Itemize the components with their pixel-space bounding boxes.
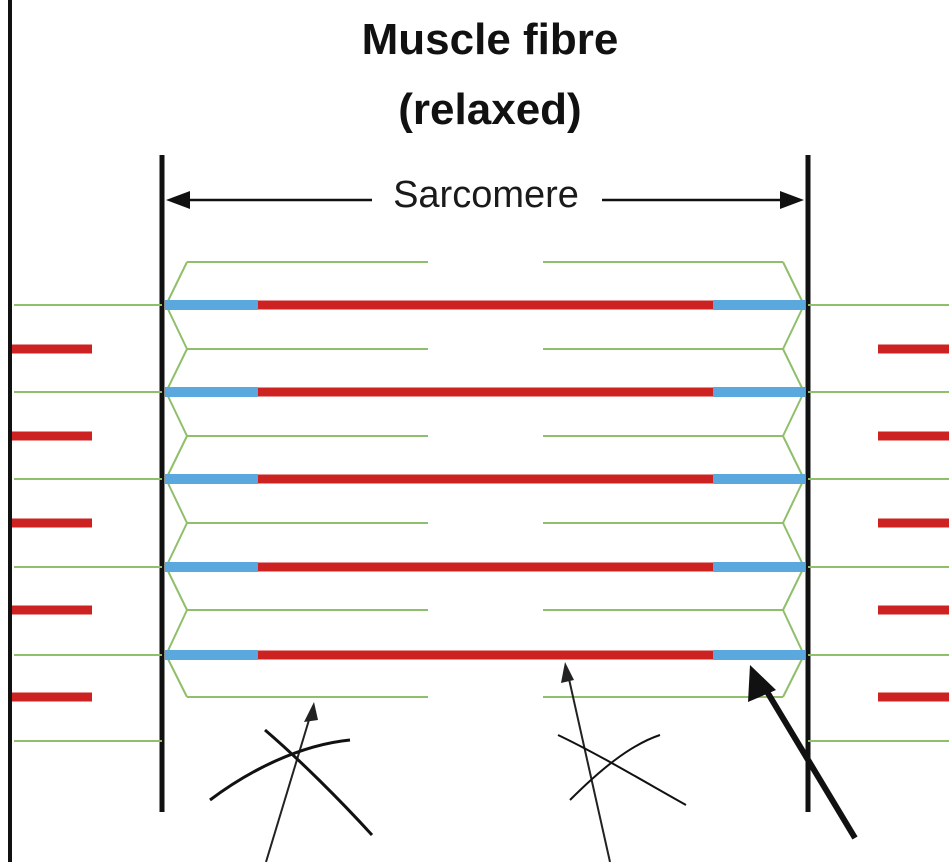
sarcomere-label: Sarcomere: [372, 174, 600, 217]
thick-filament-pointer-line: [566, 669, 611, 862]
z-line-connector-right: [782, 522, 805, 568]
diagram-title: Muscle fibre: [361, 15, 619, 64]
z-line-connector-left: [165, 522, 188, 568]
cross-mark-right-stroke-2: [557, 734, 687, 806]
cross-mark-left-stroke-2: [264, 728, 374, 837]
filament-array: [12, 261, 949, 742]
z-line-connector-right: [782, 348, 805, 393]
z-line-connector-left: [165, 478, 188, 524]
z-line-connector-right: [782, 566, 805, 611]
z-line-connector-right: [782, 609, 805, 656]
titin-pointer-arrowhead: [748, 665, 776, 702]
sarcomere-arrowhead-left: [166, 191, 190, 209]
z-line-connector-left: [165, 566, 188, 611]
z-line-connector-left: [165, 261, 188, 306]
z-line-connector-right: [782, 654, 805, 698]
z-line-connector-right: [782, 478, 805, 524]
z-line-connector-right: [782, 435, 805, 480]
z-line-connector-left: [165, 348, 188, 393]
z-line-connector-right: [782, 261, 805, 306]
z-line-connector-left: [165, 654, 188, 698]
cross-mark-right-stroke-1: [569, 734, 661, 801]
z-line-connector-right: [782, 391, 805, 437]
sarcomere-arrowhead-right: [780, 191, 804, 209]
z-line-connector-left: [165, 435, 188, 480]
titin-pointer-line: [757, 678, 858, 840]
z-line-connector-right: [782, 304, 805, 350]
thin-filament-pointer-arrowhead: [304, 702, 318, 722]
thin-filament-pointer-line: [265, 709, 313, 862]
z-line-connector-left: [165, 391, 188, 437]
diagram-subtitle: (relaxed): [398, 85, 582, 134]
cross-mark-left-stroke-1: [209, 738, 351, 802]
thick-filament-pointer-arrowhead: [561, 662, 574, 683]
z-line-connector-left: [165, 609, 188, 656]
z-line-connector-left: [165, 304, 188, 350]
